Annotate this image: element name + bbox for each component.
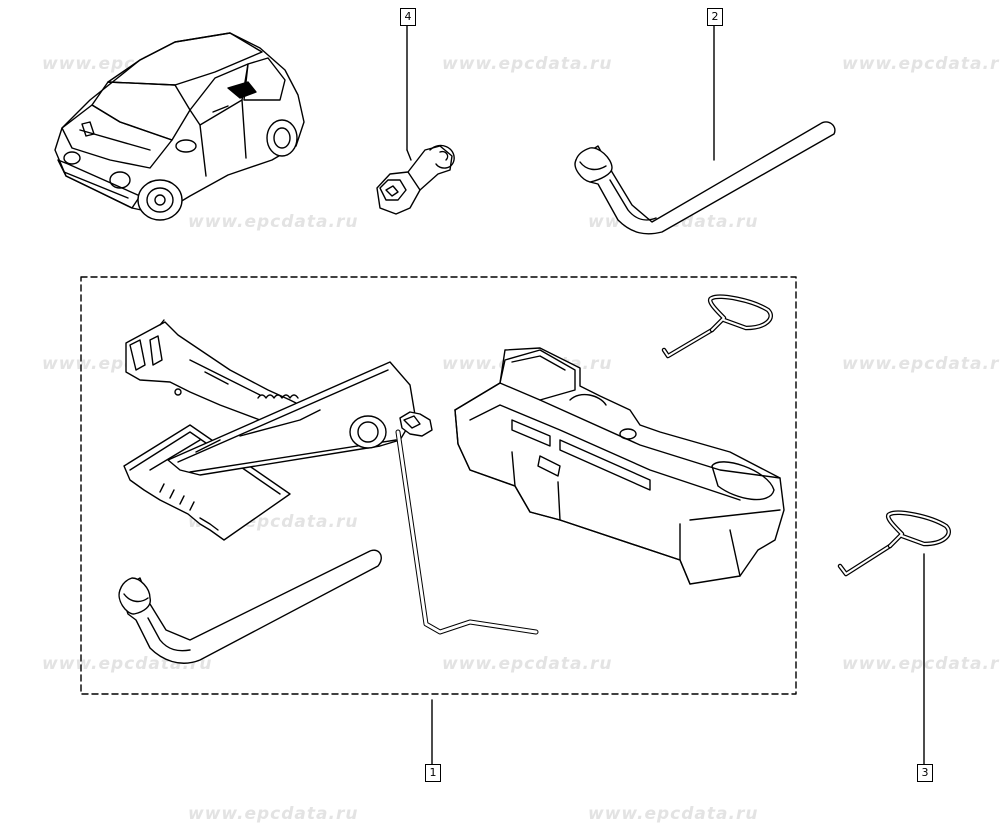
- jack-handle-icon: [395, 411, 539, 635]
- callout-1[interactable]: 1: [425, 764, 441, 782]
- storage-tray-icon: [454, 347, 785, 585]
- hook-key-icon: [837, 510, 951, 765]
- callout-3[interactable]: 3: [917, 764, 933, 782]
- car-icon: [54, 32, 305, 221]
- socket-adapter-icon: [376, 25, 455, 215]
- wheel-brace-icon: [118, 549, 382, 664]
- jack-icon: [123, 319, 416, 541]
- kit-boundary: [80, 276, 797, 695]
- hook-key-icon: [661, 294, 773, 359]
- callout-2[interactable]: 2: [707, 8, 723, 26]
- wheel-brace-icon: [574, 25, 836, 235]
- callout-4[interactable]: 4: [400, 8, 416, 26]
